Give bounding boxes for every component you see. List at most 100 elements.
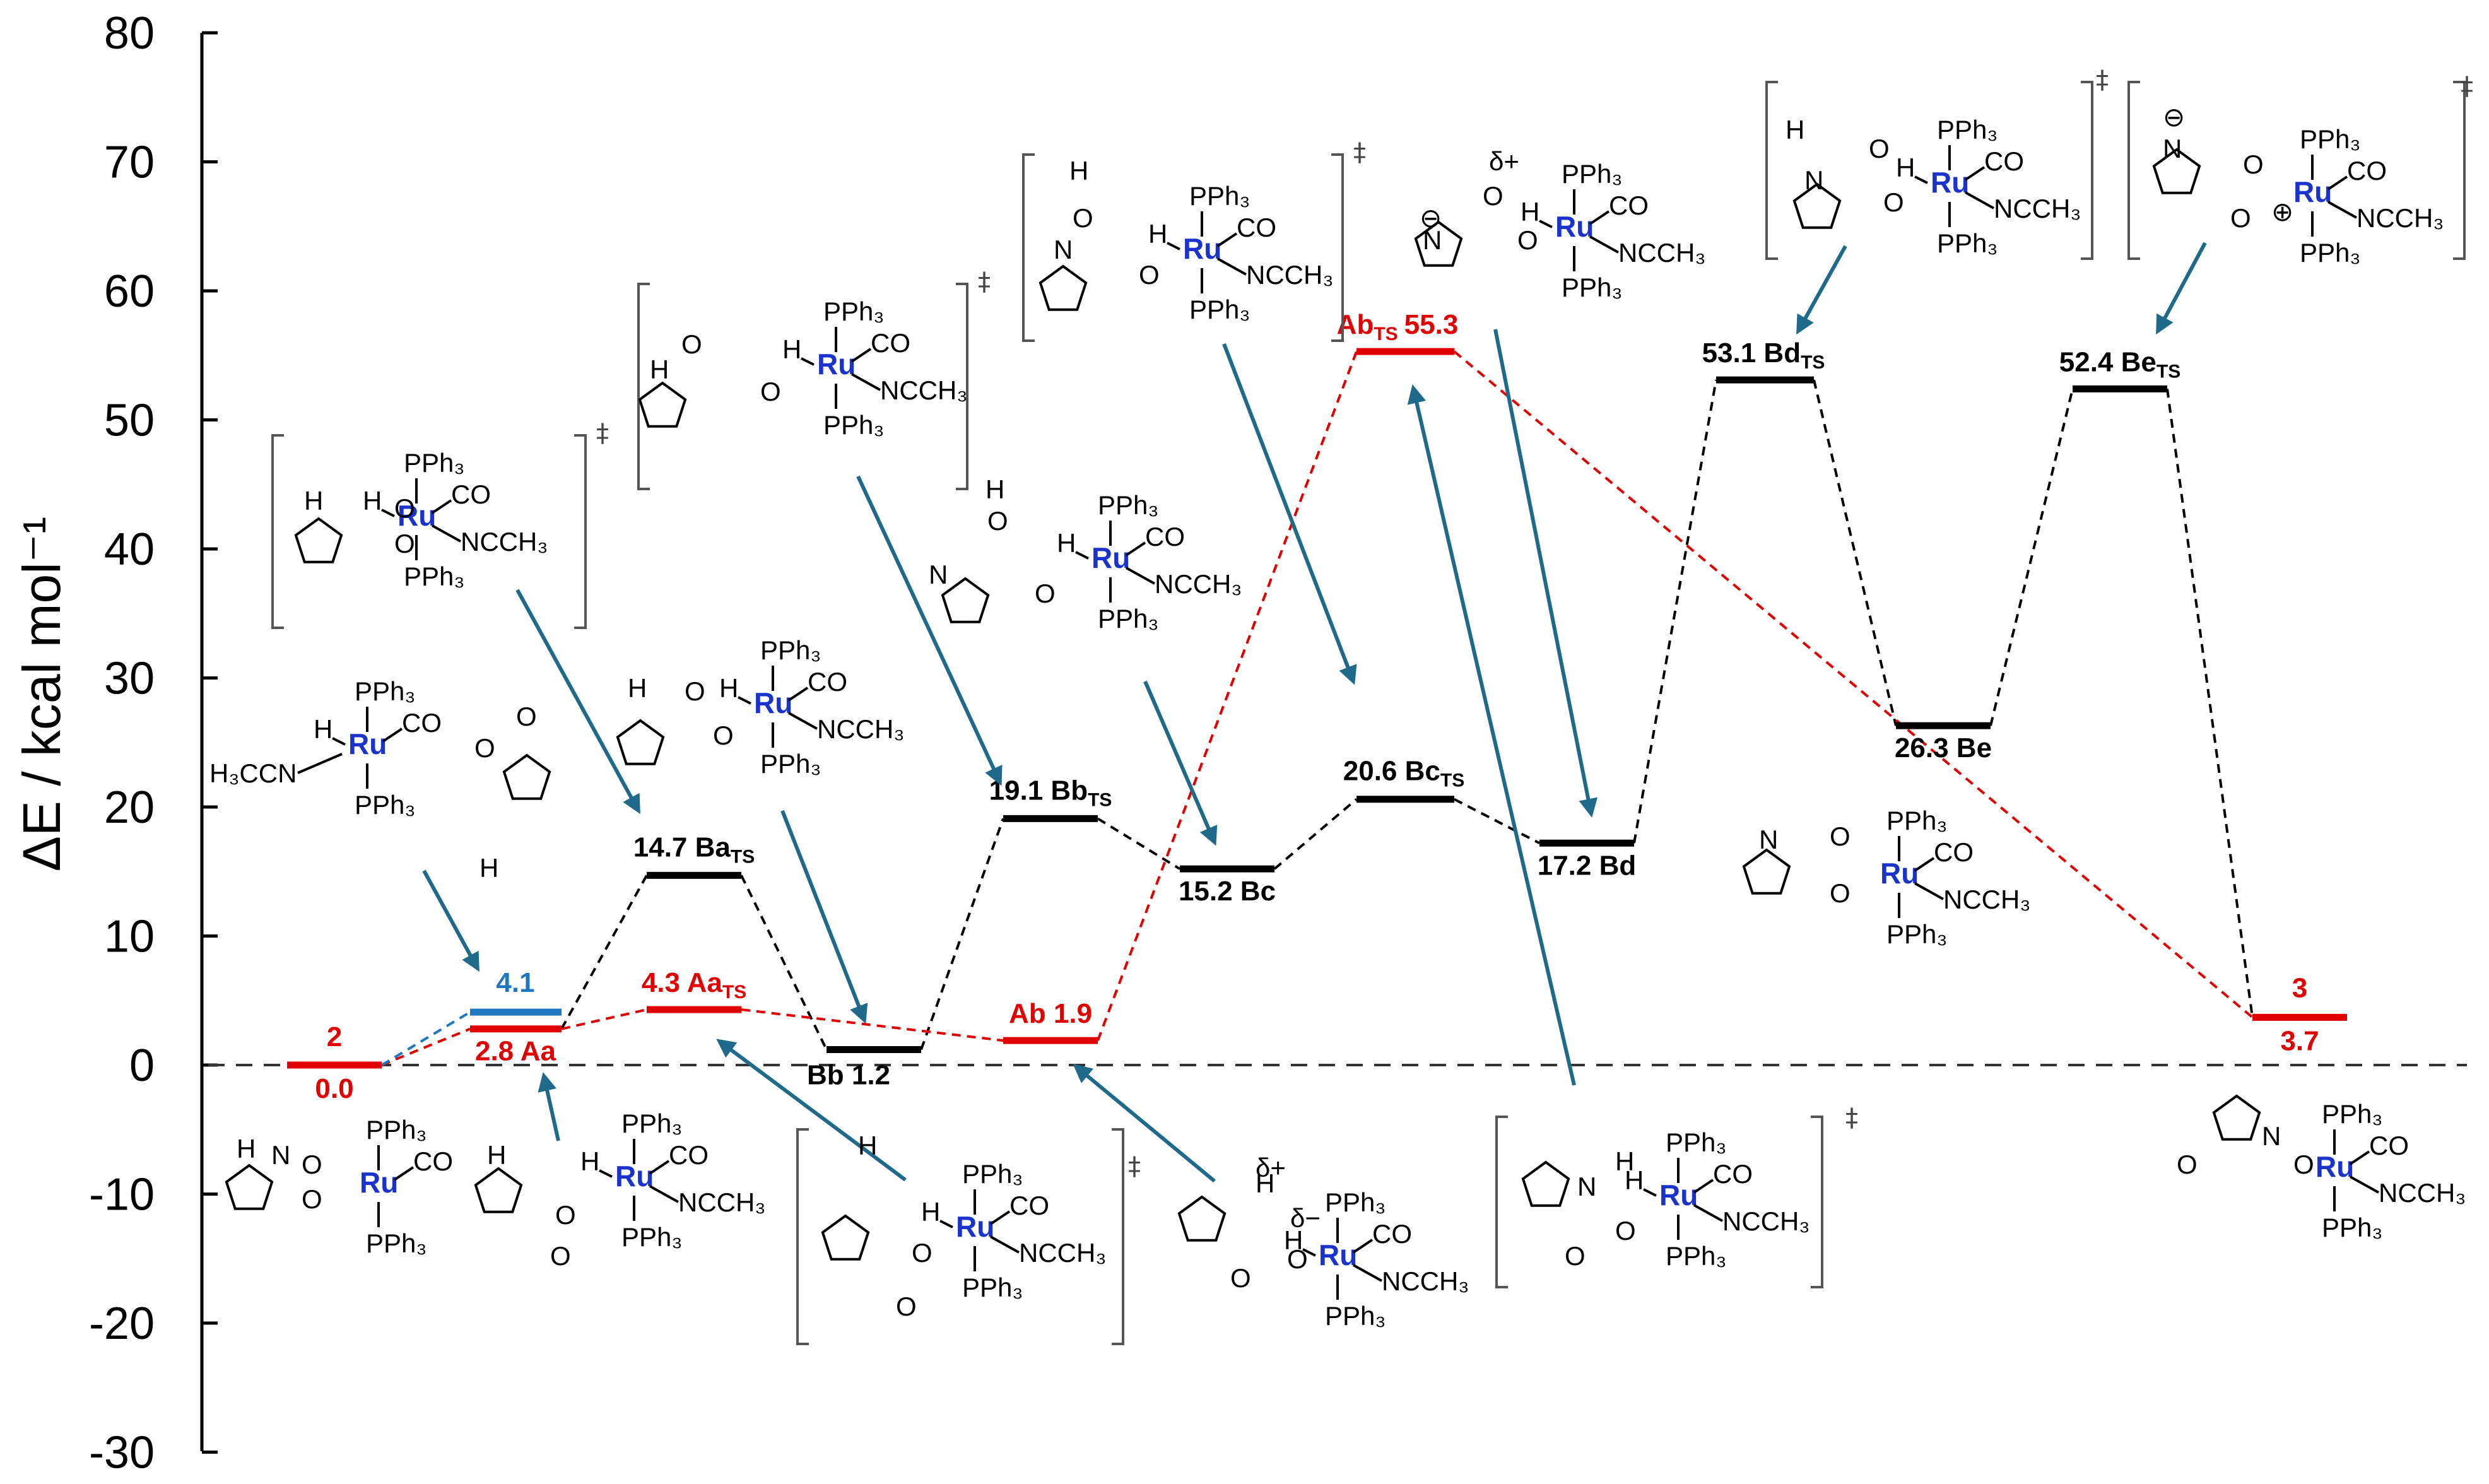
pph3-label: PPh₃ [1886,806,1948,835]
co-label: CO [669,1140,709,1170]
n-label: N [1423,225,1442,255]
pyrrole-ring [2152,148,2201,194]
arrow-to-Ab [1073,1064,1216,1183]
pyrrole-ring [294,517,343,563]
n-label: N [2262,1121,2281,1151]
bond [1125,541,1146,556]
y-tick-label: -20 [89,1298,155,1349]
co-label: CO [402,708,442,738]
pph3-label: PPh₃ [1666,1128,1727,1157]
o-label: O [1830,878,1851,908]
o-label: O [394,493,415,523]
o-label: O [302,1184,322,1214]
bond [599,1169,613,1178]
level-label-BdTS: 53.1 BdTS [1702,338,1825,373]
y-tick-label: -30 [89,1428,155,1478]
bond [1352,1239,1374,1254]
pph3-label: PPh₃ [1562,273,1623,302]
o-label: O [1565,1241,1586,1271]
dagger-AbTS: ‡ [1845,1104,1858,1133]
nh-label: H [628,673,647,703]
pph3-label: PPh₃ [621,1109,683,1138]
o-label: O [681,329,702,359]
bond [332,737,346,746]
ruthenium-atom: Ru [817,348,856,380]
ncch3-label: NCCH₃ [1382,1266,1469,1296]
o-label: O [1830,822,1851,851]
bond [2327,175,2348,191]
level-label-BbTS: 19.1 BbTS [989,775,1112,810]
ts-brackets: ‡ ‡ ‡ ‡ ‡ ‡ ‡ [271,66,2473,1345]
bracket-right-BaTS [574,434,587,629]
bond [1589,235,1619,254]
bracket-right-BeTS [2453,81,2466,260]
cation-charge: ⊕ [2271,197,2293,227]
pph3-label: PPh₃ [355,676,416,706]
o-label: O [555,1200,576,1230]
y-tick-label: 0 [129,1040,155,1091]
o-label: O [1035,579,1056,608]
bond [649,1160,670,1175]
pph3-label: PPh₃ [621,1222,683,1252]
ncch3-label: NCCH₃ [2379,1178,2466,1208]
hydride-label: H [1896,153,1915,182]
pph3-label: PPh₃ [2300,238,2361,268]
h3ccn-label: H₃CCN [209,758,297,788]
ruthenium-atom: Ru [1659,1179,1698,1211]
level-label-BcTS: 20.6 BcTS [1343,756,1464,791]
connector-Aa-BaTS [560,874,648,1030]
pph3-label: PPh₃ [1189,295,1250,324]
o-label: O [1615,1216,1636,1246]
dagger-BbTS: ‡ [978,268,991,297]
pph3-label: PPh₃ [1325,1187,1386,1217]
delta-plus-label: δ+ [1256,1153,1286,1182]
n-label: N [1054,235,1073,264]
pph3-label: PPh₃ [1886,919,1948,949]
nh-label: H [487,1140,506,1170]
dagger-BdTS: ‡ [2096,66,2109,95]
connector-Ab-AbTS [1097,351,1358,1041]
ruthenium-atom: Ru [348,727,387,760]
co-label: CO [1984,146,2024,176]
bond [431,499,452,514]
connector-Aa-AaTS [561,1008,647,1030]
bond [1302,1248,1316,1257]
co-label: CO [1934,837,1974,867]
o-label: O [516,702,537,731]
oh-label: H [986,474,1004,504]
pyrrole-ring [1792,182,1842,229]
y-tick-label: 40 [104,524,155,575]
o-label: O [1883,187,1904,217]
connector-BdTS-Be [1813,379,1897,726]
bracket-right-AaTS [1112,1128,1124,1345]
bond [1589,210,1610,225]
n-label: N [1577,1172,1596,1201]
o-label: O [896,1292,917,1321]
pph3-label: PPh₃ [1189,181,1250,211]
nh-label: H [304,486,323,515]
structure-arrows [422,242,2207,1183]
energy-levels [287,348,2347,1069]
co-label: CO [1713,1159,1753,1189]
level-label-BeTS: 52.4 BeTS [2059,346,2180,382]
o-label: O [2177,1150,2198,1179]
h-label: H [1786,115,1804,144]
bond [850,348,872,363]
bond [787,686,809,702]
ncch3-label: NCCH₃ [880,375,967,405]
pyrrole-ring [1039,264,1088,311]
hydride-label: H [1625,1165,1644,1195]
bond [649,1185,679,1203]
reaction-path-connectors [380,350,2254,1066]
hydride-label: H [1057,528,1076,558]
connector-2-4.1 [380,1011,471,1066]
bond [1914,175,1928,184]
bond [1217,257,1247,276]
pph3-label: PPh₃ [1937,115,1998,144]
h-label: H [1615,1146,1634,1176]
pph3-label: PPh₃ [366,1115,427,1145]
level-label-Bd: 17.2 Bd [1538,850,1637,881]
level-label-Ab: Ab 1.9 [1009,998,1092,1029]
hydride-label: H [1284,1225,1303,1255]
